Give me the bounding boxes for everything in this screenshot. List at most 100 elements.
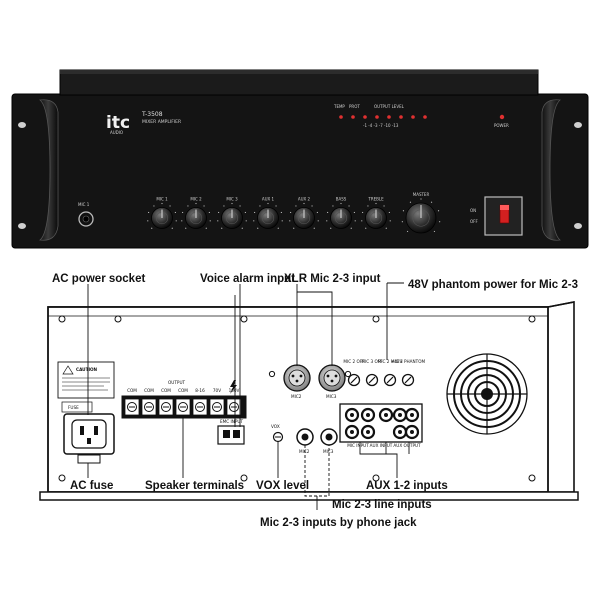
- aux-label: MIC INPUT: [347, 443, 369, 448]
- switch-off-label: OFF: [470, 219, 478, 224]
- rack-hole: [18, 122, 26, 128]
- emc-label: EMC INPUT: [220, 419, 243, 424]
- knob-label: MASTER: [413, 192, 430, 197]
- rack-hole: [18, 223, 26, 229]
- phone-mic2-label: MIC2: [299, 449, 310, 454]
- phone-mic3-label: MIC3: [323, 449, 334, 454]
- rca-jack[interactable]: [360, 407, 376, 423]
- speaker-terminal[interactable]: [192, 398, 208, 416]
- terminal-label: COM: [144, 388, 154, 393]
- rca-jack[interactable]: [392, 424, 408, 440]
- knob-treble[interactable]: [361, 202, 391, 229]
- callout-phone-jack: Mic 2-3 inputs by phone jack: [260, 517, 417, 529]
- knob-label: MIC 2: [190, 197, 202, 202]
- rca-jack[interactable]: [404, 424, 420, 440]
- knob-label: AUX 1: [262, 197, 275, 202]
- terminal-label: COM: [178, 388, 188, 393]
- phantom-switch[interactable]: [401, 373, 415, 387]
- phone-jack-mic2[interactable]: [296, 428, 314, 446]
- xlr-mic3[interactable]: [318, 364, 346, 392]
- mic2-label: MIC2: [291, 394, 302, 399]
- knob-mic-1[interactable]: [147, 202, 177, 229]
- terminal-label: COM: [127, 388, 137, 393]
- phantom-switch[interactable]: [383, 373, 397, 387]
- knob-aux-1[interactable]: [253, 202, 283, 229]
- model-number: T-3508: [141, 111, 163, 118]
- callout-ac-fuse: AC fuse: [70, 480, 113, 492]
- rca-jack[interactable]: [344, 424, 360, 440]
- speaker-terminal[interactable]: [175, 398, 191, 416]
- phantom-label: MIC 2 OFF: [343, 359, 365, 364]
- callout-voice-alarm: Voice alarm input: [200, 273, 295, 285]
- knob-mic-3[interactable]: [217, 202, 247, 229]
- knob-label: MIC 3: [226, 197, 238, 202]
- phone-jack-mic3[interactable]: [320, 428, 338, 446]
- ac-fuse-holder[interactable]: [77, 454, 101, 464]
- power-label: POWER: [494, 123, 509, 128]
- rca-jack[interactable]: [404, 407, 420, 423]
- vox-label: VOX: [271, 424, 280, 429]
- knob-label: AUX 2: [298, 197, 311, 202]
- caution-text: CAUTION: [76, 367, 98, 372]
- speaker-terminal[interactable]: [226, 398, 242, 416]
- output-label: OUTPUT: [168, 380, 186, 385]
- knob-bass[interactable]: [326, 202, 356, 229]
- terminal-label: 70V: [213, 388, 221, 393]
- level-leds: [339, 115, 427, 119]
- rack-hole: [574, 122, 582, 128]
- knob-label: MIC 1: [156, 197, 168, 202]
- callout-ac-socket: AC power socket: [52, 273, 145, 285]
- meter-prot-label: PROT: [349, 104, 360, 109]
- callout-phantom: 48V phantom power for Mic 2-3: [408, 279, 578, 291]
- terminal-label: COM: [161, 388, 171, 393]
- callout-line: Mic 2-3 line inputs: [332, 499, 432, 511]
- phantom-switch[interactable]: [347, 373, 361, 387]
- rca-jack[interactable]: [344, 407, 360, 423]
- knob-mic-2[interactable]: [181, 202, 211, 229]
- mic1-jack-label: MIC 1: [78, 202, 90, 207]
- fuse-label: [61, 401, 93, 413]
- meter-output-label: OUTPUT LEVEL: [374, 104, 405, 109]
- callout-lines: [87, 282, 410, 510]
- speaker-terminal[interactable]: [209, 398, 225, 416]
- callout-xlr: XLR Mic 2-3 input: [284, 273, 381, 285]
- speaker-terminal[interactable]: [124, 398, 140, 416]
- terminal-label: 8-16: [195, 388, 205, 393]
- left-handle[interactable]: [39, 99, 59, 241]
- model-subtitle: MIXER AMPLIFIER: [142, 119, 181, 125]
- speaker-terminals: [124, 398, 242, 416]
- rca-jack[interactable]: [360, 424, 376, 440]
- aux-label: AUX INPUT: [370, 443, 393, 448]
- ac-power-socket[interactable]: [63, 413, 115, 455]
- front-panel: itc AUDIO T-3508 MIXER AMPLIFIER TEMP PR…: [11, 69, 589, 249]
- brand-logo: itc: [106, 113, 130, 133]
- knob-master[interactable]: [401, 198, 441, 234]
- speaker-terminal[interactable]: [141, 398, 157, 416]
- phantom-label: MIC 3 PHANTOM: [391, 359, 426, 364]
- brand-sub: AUDIO: [110, 130, 123, 135]
- knob-label: BASS: [336, 197, 347, 202]
- speaker-terminal[interactable]: [158, 398, 174, 416]
- rca-jack[interactable]: [378, 407, 394, 423]
- callout-vox: VOX level: [256, 480, 309, 492]
- meter-temp-label: TEMP: [333, 104, 345, 109]
- aux-label: AUX OUTPUT: [393, 443, 421, 448]
- rack-hole: [574, 223, 582, 229]
- rca-jack[interactable]: [392, 407, 408, 423]
- meter-scale: -1 -4 -3 -7 -10 -13: [363, 123, 399, 128]
- right-handle[interactable]: [541, 99, 561, 241]
- fan-grille: [446, 353, 528, 435]
- emc-input[interactable]: [217, 425, 245, 445]
- xlr-mic2[interactable]: [283, 364, 311, 392]
- knob-aux-2[interactable]: [289, 202, 319, 229]
- fuse-label-text: FUSE: [68, 405, 79, 410]
- lightning-icon: [230, 380, 237, 394]
- phantom-switch[interactable]: [365, 373, 379, 387]
- callout-aux: AUX 1-2 inputs: [366, 480, 448, 492]
